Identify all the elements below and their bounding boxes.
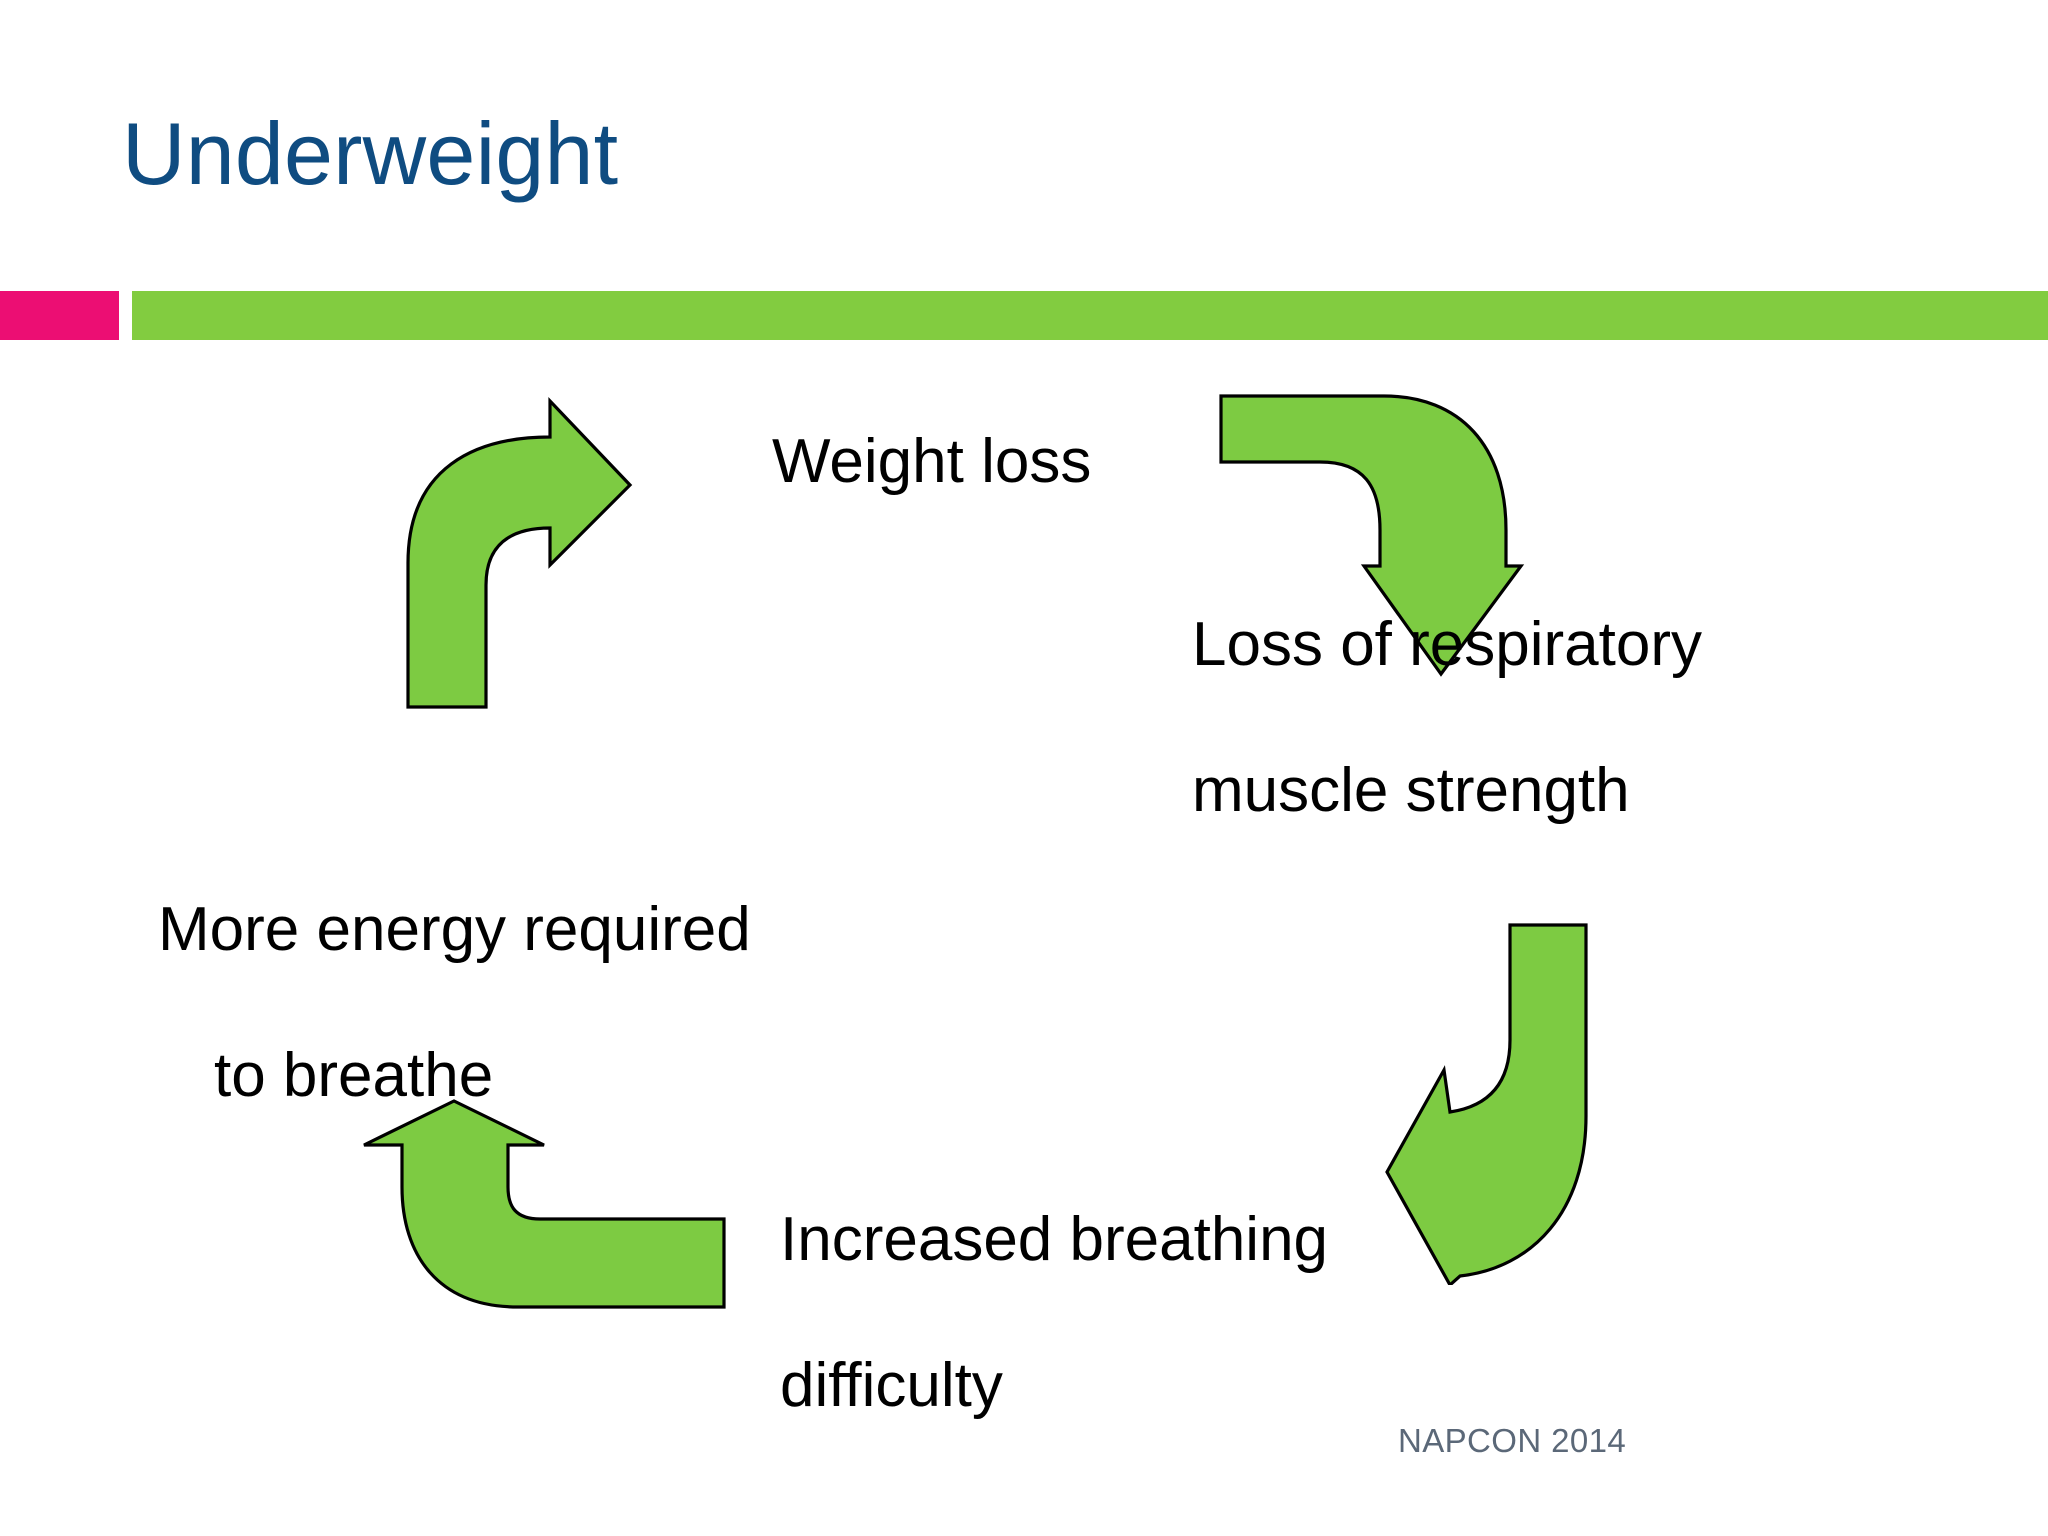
bent-arrow-down-left-icon [1385, 923, 1588, 1285]
node-label-more-energy: More energy required to breathe [158, 820, 751, 1186]
node-label-muscle-loss: Loss of respiratory muscle strength [1192, 535, 1702, 901]
node-label-line: to breathe [214, 1041, 494, 1111]
bent-arrow-up-right-icon [406, 397, 633, 709]
node-label-line: Loss of respiratory [1192, 610, 1702, 680]
node-label-line: Weight loss [772, 427, 1092, 497]
bent-arrow-left-up-icon [363, 1099, 726, 1309]
cycle-diagram: Weight loss Loss of respiratory muscle s… [0, 340, 2048, 1420]
footer-conference-label: NAPCON 2014 [1398, 1422, 1627, 1459]
page-title: Underweight [122, 104, 619, 203]
title-divider [0, 291, 2048, 340]
node-label-line: difficulty [780, 1351, 1003, 1421]
node-label-line: Increased breathing [780, 1205, 1329, 1275]
divider-accent-block [0, 291, 119, 340]
bent-arrow-right-down-icon [1219, 394, 1525, 677]
node-label-weight-loss: Weight loss [772, 352, 1091, 571]
divider-bar [132, 291, 2048, 340]
node-label-breathing-difficulty: Increased breathing difficulty [780, 1130, 1328, 1496]
node-label-line: More energy required [158, 895, 751, 965]
node-label-line: muscle strength [1192, 756, 1630, 826]
